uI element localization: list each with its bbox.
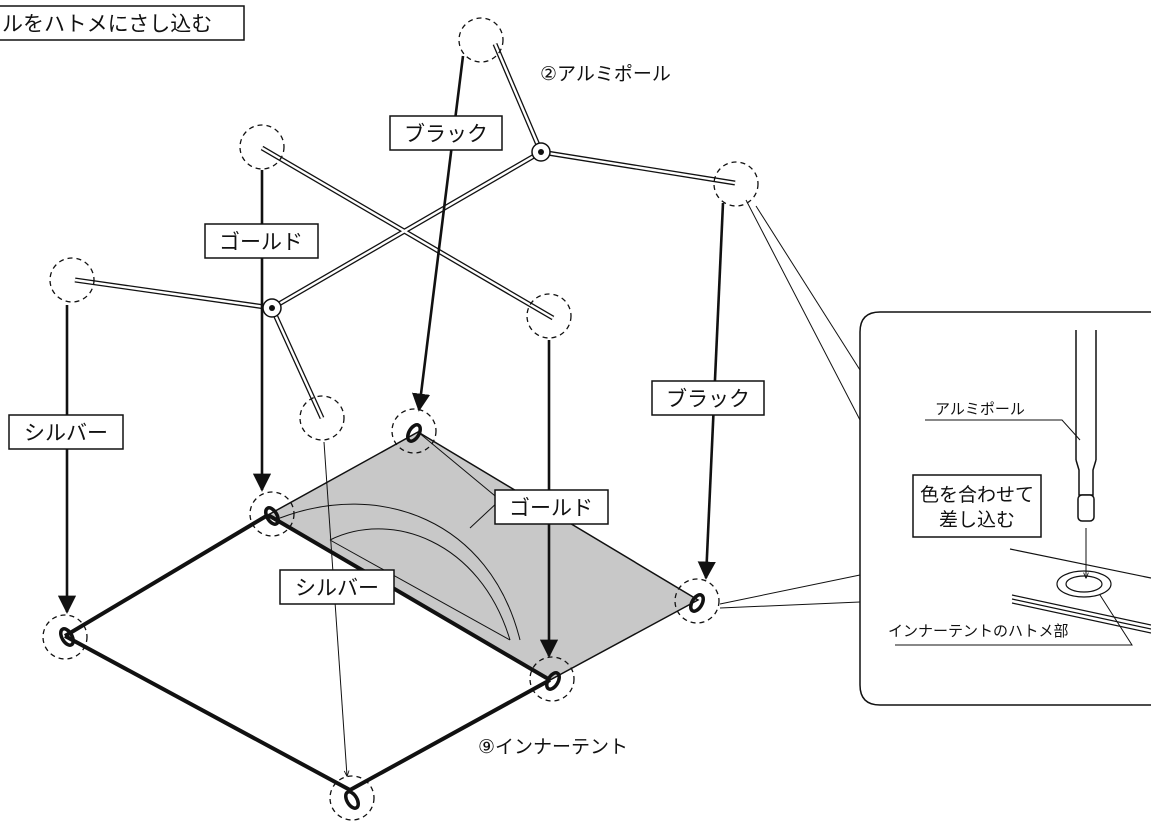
svg-text:ブラック: ブラック xyxy=(666,387,750,411)
svg-text:シルバー: シルバー xyxy=(24,421,108,445)
pole-label: ②アルミポール xyxy=(540,63,671,85)
title-text: ルをハトメにさし込む xyxy=(2,12,212,36)
tent-label: ⑨インナーテント xyxy=(478,736,628,758)
detail-grommet xyxy=(1009,548,1151,634)
pole-tip-markers xyxy=(49,17,759,441)
label-gold-left: ゴールド xyxy=(204,223,319,259)
svg-text:シルバー: シルバー xyxy=(295,576,379,600)
tent-floor-outline xyxy=(63,513,552,792)
label-gold-center: ゴールド xyxy=(494,489,609,525)
svg-text:差し込む: 差し込む xyxy=(939,509,1015,531)
detail-pole xyxy=(1075,330,1097,522)
svg-text:インナーテントのハトメ部: インナーテントのハトメ部 xyxy=(888,622,1068,640)
svg-text:ゴールド: ゴールド xyxy=(219,230,303,254)
label-black-upper: ブラック xyxy=(389,115,503,151)
detail-panel: アルミポール 色を合わせて 差し込む インナーテントのハトメ部 xyxy=(859,311,1151,706)
grommet-loops xyxy=(59,423,705,810)
detail-pole-label: アルミポール xyxy=(925,400,1081,441)
svg-text:アルミポール: アルミポール xyxy=(935,400,1025,418)
title-box: ルをハトメにさし込む xyxy=(0,5,245,41)
label-silver-center: シルバー xyxy=(279,569,395,605)
silver-thin-arrow xyxy=(323,441,347,776)
pole-hub-upper xyxy=(531,142,551,162)
svg-text:ブラック: ブラック xyxy=(404,122,488,146)
detail-instruction: 色を合わせて 差し込む xyxy=(912,474,1042,538)
svg-text:色を合わせて: 色を合わせて xyxy=(920,484,1034,506)
detail-grommet-label: インナーテントのハトメ部 xyxy=(888,594,1133,646)
detail-callout-lines xyxy=(719,199,861,609)
pole-hub-lower xyxy=(262,298,282,318)
label-black-right: ブラック xyxy=(651,380,765,416)
svg-text:ゴールド: ゴールド xyxy=(509,496,593,520)
label-silver-left: シルバー xyxy=(8,414,124,450)
